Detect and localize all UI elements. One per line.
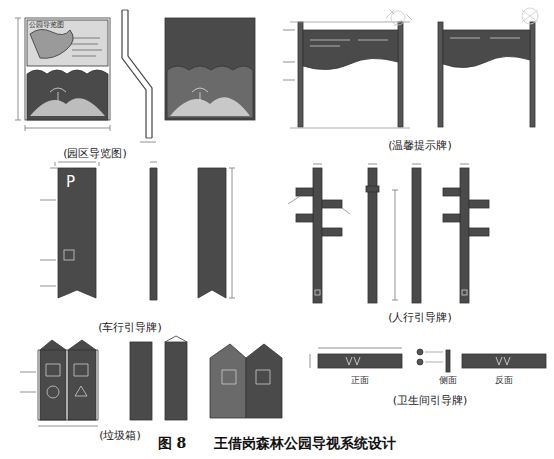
panel-caption: (垃圾箱) bbox=[99, 430, 141, 442]
view-label: 反面 bbox=[495, 376, 513, 386]
sign-title: 公园导览图 bbox=[29, 22, 64, 30]
view-label: 侧面 bbox=[439, 376, 457, 386]
parking-letter: P bbox=[66, 174, 75, 191]
panel-caption: (卫生间引导牌) bbox=[393, 395, 468, 407]
panel-caption: (车行引导牌) bbox=[98, 322, 162, 334]
panel-caption: (人行引导牌) bbox=[388, 312, 452, 324]
figure-caption: 图 8 王借岗森林公园导视系统设计 bbox=[158, 436, 397, 451]
panel-caption: (温馨提示牌) bbox=[388, 140, 452, 152]
view-label: 正面 bbox=[351, 376, 369, 386]
panel-caption: (园区导览图) bbox=[63, 148, 127, 160]
